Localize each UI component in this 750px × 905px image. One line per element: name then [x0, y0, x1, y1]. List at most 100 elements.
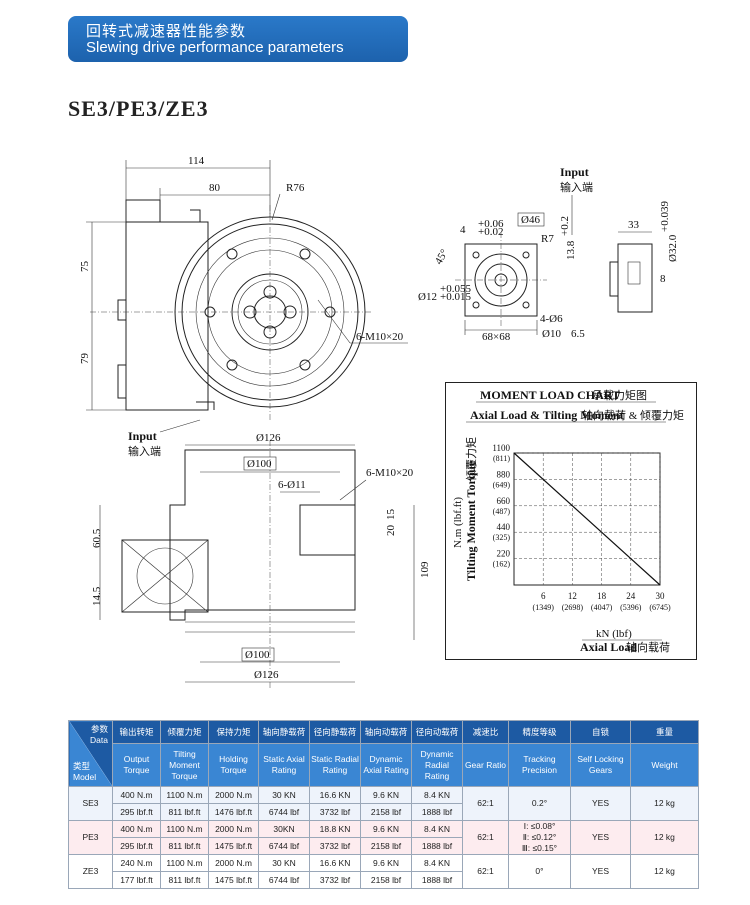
- model-title: SE3/PE3/ZE3: [68, 96, 209, 121]
- value-cell: 1888 lbf: [411, 871, 463, 889]
- x-tick-sublabel: (4047): [591, 603, 613, 612]
- dim-6-5: 6.5: [571, 328, 585, 340]
- header-zh: 轴向静载荷: [258, 720, 310, 744]
- value-cell: 3732 lbf: [309, 803, 361, 821]
- dim-r7: R7: [541, 233, 554, 245]
- value-cell: 1100 N.m: [160, 820, 209, 838]
- value-cell: 1475 lbf.ft: [208, 837, 259, 855]
- moment-chart-svg: MOMENT LOAD CHART 承载力矩图 Axial Load & Til…: [452, 388, 684, 654]
- x-tick-label: 6: [541, 591, 546, 601]
- chart-ylabel-unit: N.m (lbf.ft): [452, 497, 464, 548]
- value-cell: 3732 lbf: [309, 871, 361, 889]
- value-cell: 9.6 KN: [360, 854, 412, 872]
- x-tick-label: 30: [656, 591, 666, 601]
- value-cell: 1476 lbf.ft: [208, 803, 259, 821]
- dim-phi12: Ø12: [418, 291, 437, 303]
- detail-input-zh: 输入端: [560, 180, 593, 194]
- dim-79: 79: [79, 353, 91, 365]
- value-cell: 2000 N.m: [208, 820, 259, 838]
- x-tick-label: 24: [626, 591, 636, 601]
- chart-xlabel-en: Axial Load: [580, 640, 637, 654]
- chart-plot-area: 6(1349)12(2698)18(4047)24(5396)30(6745)2…: [492, 443, 671, 612]
- weight-cell: 12 kg: [630, 820, 699, 855]
- chart-subtitle-zh: 轴向载荷 & 倾覆力矩: [582, 408, 684, 422]
- y-tick-sublabel: (649): [493, 480, 511, 489]
- chart-xlabel-zh: 轴向载荷: [626, 640, 670, 654]
- moment-load-chart: MOMENT LOAD CHART 承载力矩图 Axial Load & Til…: [445, 382, 697, 660]
- chart-xlabel-unit: kN (lbf): [596, 628, 632, 640]
- value-cell: 30 KN: [258, 854, 310, 872]
- header-zh: 倾覆力矩: [160, 720, 209, 744]
- top-input-en: Input: [128, 429, 157, 443]
- dim-side-bolt: 6-M10×20: [366, 467, 414, 479]
- model-cell: ZE3: [68, 854, 113, 889]
- header-en: Static Radial Rating: [309, 743, 361, 787]
- y-tick-sublabel: (811): [493, 454, 510, 463]
- value-cell: 2000 N.m: [208, 786, 259, 804]
- y-tick-label: 660: [497, 496, 511, 506]
- dim-top-bolt: 6-M10×20: [356, 331, 404, 343]
- dim-20: 20: [385, 525, 397, 537]
- dim-114: 114: [188, 155, 205, 167]
- value-cell: 811 lbf.ft: [160, 803, 209, 821]
- value-cell: 8.4 KN: [411, 820, 463, 838]
- detail-input-en: Input: [560, 165, 589, 179]
- weight-cell: 12 kg: [630, 854, 699, 889]
- top-view: 114 80 R76 75 79 6-M10×20 Input 输入端: [79, 155, 408, 458]
- dim-75: 75: [79, 261, 91, 273]
- header-en: Weight: [630, 743, 699, 787]
- y-tick-label: 880: [497, 469, 511, 479]
- header-en: Dynamic Radial Rating: [411, 743, 463, 787]
- x-tick-sublabel: (6745): [649, 603, 671, 612]
- precision-cell: Ⅰ: ≤0.08°Ⅱ: ≤0.12°Ⅲ: ≤0.15°: [508, 820, 571, 855]
- value-cell: 3732 lbf: [309, 837, 361, 855]
- input-detail-view: 68×68 Input 输入端 +0.06 +0.02 4 Ø46 R7 13.…: [418, 165, 593, 343]
- value-cell: 30 KN: [258, 786, 310, 804]
- header-zh: 重量: [630, 720, 699, 744]
- value-cell: 177 lbf.ft: [112, 871, 161, 889]
- header-zh: 精度等级: [508, 720, 571, 744]
- value-cell: 1100 N.m: [160, 854, 209, 872]
- value-cell: 2158 lbf: [360, 803, 412, 821]
- tol-12-bot: +0.015: [440, 291, 471, 303]
- dim-8: 8: [660, 273, 666, 285]
- model-cell: PE3: [68, 820, 113, 855]
- header-zh: 减速比: [462, 720, 509, 744]
- dim-60-5: 60.5: [91, 528, 103, 548]
- gear-ratio-cell: 62:1: [462, 854, 509, 889]
- load-limit-line: [513, 452, 661, 586]
- dim-13-8: 13.8: [565, 240, 577, 260]
- header-en: Tracking Precision: [508, 743, 571, 787]
- value-cell: 1100 N.m: [160, 786, 209, 804]
- value-cell: 2158 lbf: [360, 837, 412, 855]
- header-zh: 轴向动载荷: [360, 720, 412, 744]
- corner-bot-en: Model: [73, 772, 97, 782]
- value-cell: 295 lbf.ft: [112, 837, 161, 855]
- value-cell: 9.6 KN: [360, 820, 412, 838]
- value-cell: 16.6 KN: [309, 854, 361, 872]
- dim-phi46: Ø46: [521, 214, 540, 226]
- corner-top-en: Data: [90, 735, 108, 745]
- self-locking-cell: YES: [570, 854, 631, 889]
- y-tick-label: 220: [497, 549, 511, 559]
- dim-109: 109: [419, 561, 431, 578]
- section-banner: 回转式减速器性能参数 Slewing drive performance par…: [68, 16, 408, 62]
- value-cell: 6744 lbf: [258, 871, 310, 889]
- banner-title-zh: 回转式减速器性能参数: [86, 23, 247, 40]
- value-cell: 30KN: [258, 820, 310, 838]
- tol-12-top: +0.055: [440, 283, 471, 295]
- dim-r76: R76: [286, 182, 305, 194]
- precision-cell: 0°: [508, 854, 571, 889]
- corner-bot-zh: 类型: [73, 761, 91, 771]
- value-cell: 400 N.m: [112, 820, 161, 838]
- value-cell: 2000 N.m: [208, 854, 259, 872]
- value-cell: 1888 lbf: [411, 803, 463, 821]
- header-en: Static Axial Rating: [258, 743, 310, 787]
- chart-ylabel-zh: 倾覆力矩: [465, 437, 478, 481]
- value-cell: 400 N.m: [112, 786, 161, 804]
- chart-ylabel-en: Tilting Moment Torque: [464, 460, 478, 581]
- value-cell: 8.4 KN: [411, 786, 463, 804]
- value-cell: 2158 lbf: [360, 871, 412, 889]
- gear-ratio-cell: 62:1: [462, 786, 509, 821]
- chart-subtitle-en: Axial Load & Tilting Moment: [470, 408, 624, 422]
